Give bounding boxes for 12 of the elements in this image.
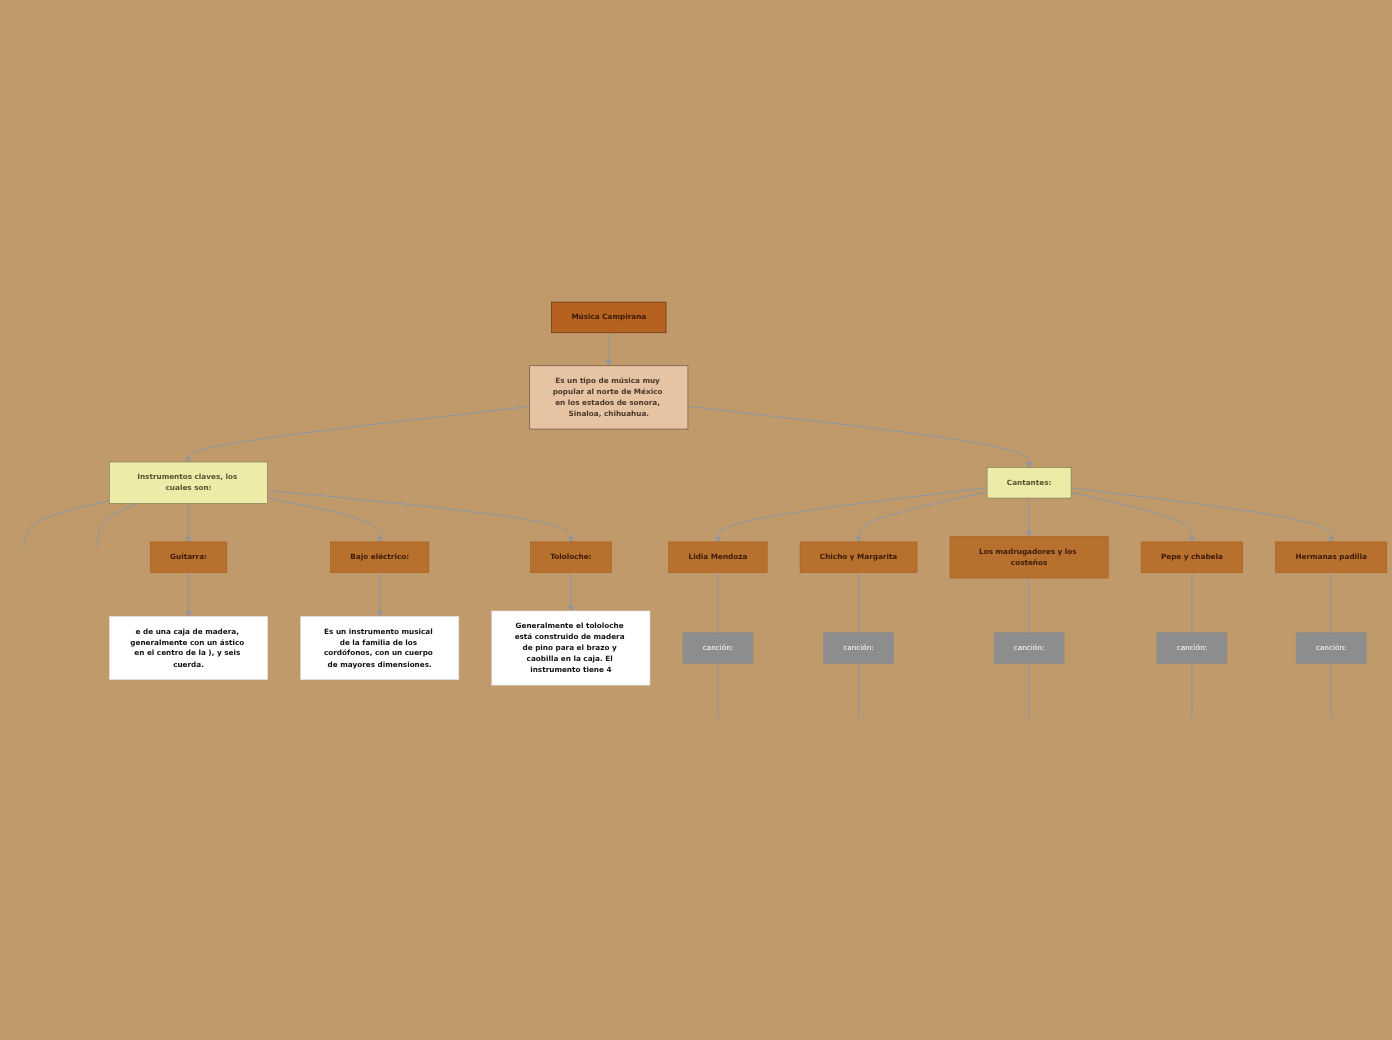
connector (97, 503, 139, 548)
connector (1191, 662, 1193, 719)
connector (717, 662, 719, 719)
connector (1028, 662, 1030, 719)
connector (24, 500, 110, 548)
connector (1330, 572, 1332, 634)
connector (858, 572, 860, 634)
connector (717, 572, 719, 634)
connector (858, 662, 860, 719)
connector (1191, 572, 1193, 634)
connector (1330, 662, 1332, 719)
connector (1028, 577, 1030, 634)
